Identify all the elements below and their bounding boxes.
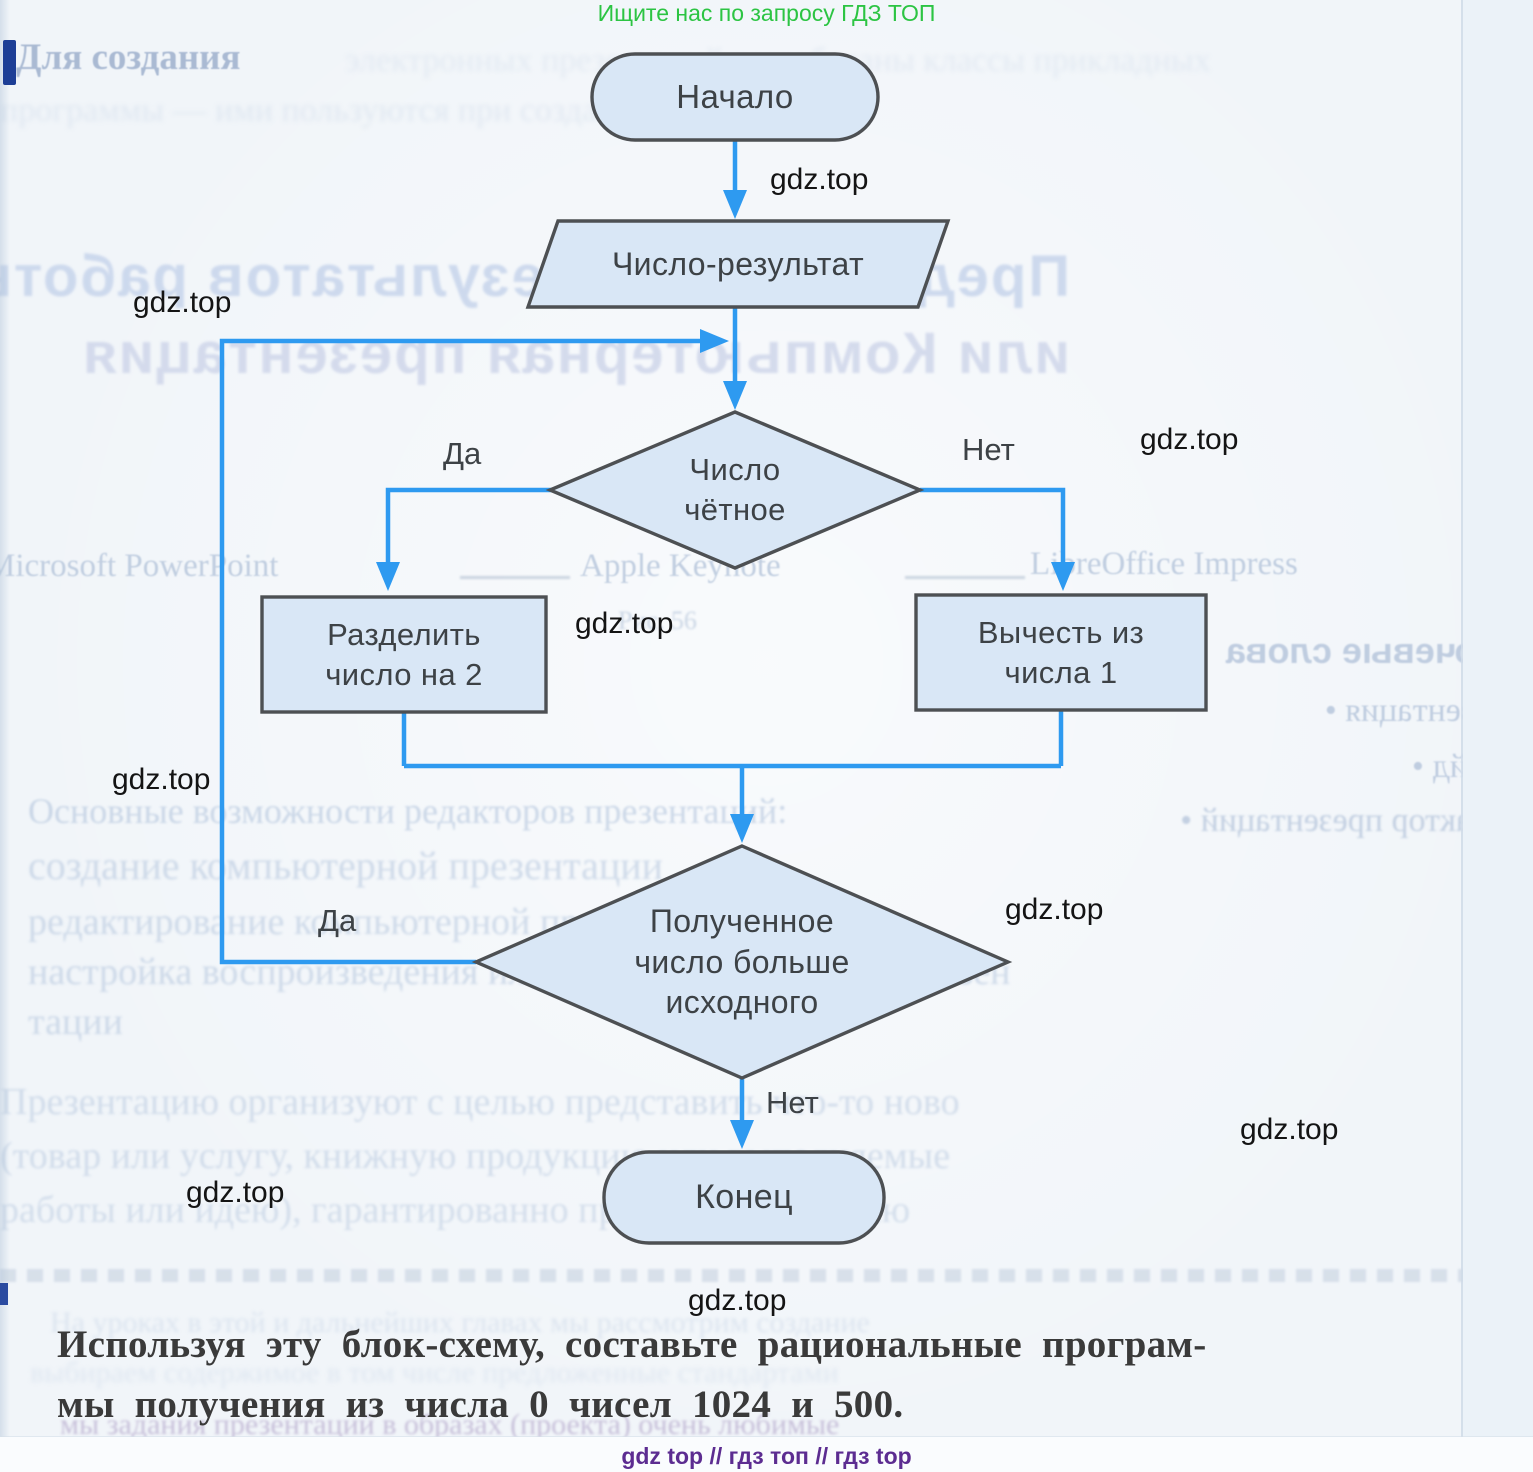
gdz-watermark: gdz.top xyxy=(1240,1113,1339,1146)
page-edge-mark xyxy=(0,1283,8,1305)
io-parallelogram xyxy=(525,219,951,309)
ghost-text: создание компьютерной презентации xyxy=(28,843,664,888)
decision2-line1: Полученное xyxy=(649,902,835,939)
ghost-text: выбираем содержимое в том числе предложе… xyxy=(30,1356,839,1389)
yes2-label: Да xyxy=(318,903,357,938)
gdz-watermark: gdz.top xyxy=(1140,423,1239,456)
promo-banner: Ищите нас по запросу ГДЗ ТОП xyxy=(597,0,936,26)
io-label: Число-результат xyxy=(611,245,865,282)
ghost-text: На уроках в этой и дальнейших главах мы … xyxy=(50,1306,870,1339)
arrowhead-into-decision2 xyxy=(730,814,754,843)
ghost-dash xyxy=(905,576,1025,579)
gdz-watermark: gdz.top xyxy=(1005,893,1104,926)
decision1-line2: чётное xyxy=(684,492,786,527)
task-text-line1: Используя эту блок-схему, составьте раци… xyxy=(57,1323,1207,1366)
decision1-label: Число чётное xyxy=(560,414,910,566)
connector-loop-back xyxy=(219,338,701,965)
start-label: Начало xyxy=(676,77,794,115)
arrowhead-into-io xyxy=(723,190,747,219)
no2-label: Нет xyxy=(766,1085,819,1120)
page-right-band xyxy=(1463,0,1533,1472)
gdz-watermark: gdz.top xyxy=(133,286,232,319)
process-subtract-line1: Вычесть из xyxy=(977,614,1145,650)
process-divide-box xyxy=(260,595,548,714)
nodes xyxy=(260,52,1208,1245)
arrowhead-into-left-box xyxy=(376,562,400,591)
gdz-watermark: gdz.top xyxy=(112,763,211,796)
end-label: Конец xyxy=(695,1177,793,1216)
gdz-watermark: gdz.top xyxy=(186,1176,285,1209)
ghost-text: Основные возможности редакторов презента… xyxy=(28,791,788,831)
ghost-noise-strip xyxy=(0,1269,1533,1282)
process-divide-label: Разделить число на 2 xyxy=(262,597,546,712)
process-divide-line2: число на 2 xyxy=(325,656,483,692)
connector-no1 xyxy=(920,487,1066,564)
ghost-text: LibreOffice Impress xyxy=(1030,546,1298,582)
no1-label: Нет xyxy=(962,432,1015,467)
decision1-diamond xyxy=(545,410,925,570)
gdz-watermark: gdz.top xyxy=(688,1284,787,1317)
decision2-line3: исходного xyxy=(665,984,819,1021)
connector-yes1 xyxy=(385,487,555,564)
page-fold-line xyxy=(1461,0,1463,1472)
ghost-text: тации xyxy=(28,1001,123,1043)
arrowhead-into-decision1 xyxy=(723,381,747,410)
ghost-text: Рис. 56 xyxy=(618,606,697,635)
ghost-text: мы задания презентаций в образах (проект… xyxy=(60,1408,840,1441)
ghost-text: Для создания xyxy=(16,37,241,78)
decision2-diamond xyxy=(471,844,1013,1080)
gdz-watermark: gdz.top xyxy=(575,607,674,640)
page-bottom-line xyxy=(0,1436,1533,1437)
arrowheads xyxy=(376,190,1075,1149)
decision2-label: Полученное число больше исходного xyxy=(486,852,998,1072)
arrowhead-into-right-box xyxy=(1051,562,1075,591)
footer-credits: gdz top // гдз топ // гдз top xyxy=(621,1443,912,1469)
process-divide-line1: Разделить xyxy=(327,616,481,652)
arrowhead-loop-join xyxy=(700,329,729,353)
arrowhead-into-end xyxy=(730,1120,754,1149)
decision2-line2: число больше xyxy=(634,943,850,980)
process-subtract-label: Вычесть из числа 1 xyxy=(916,595,1206,710)
end-terminator xyxy=(602,1150,886,1245)
process-subtract-line2: числа 1 xyxy=(1004,654,1118,690)
connectors xyxy=(219,140,1066,1122)
page-edge-shade xyxy=(0,0,10,1472)
page-bottom-band xyxy=(0,1437,1533,1472)
ghost-dash xyxy=(460,576,570,579)
page-edge-mark xyxy=(3,40,16,85)
gdz-watermark: gdz.top xyxy=(770,163,869,196)
process-subtract-box xyxy=(914,593,1208,712)
yes1-label: Да xyxy=(443,436,482,471)
decision1-line1: Число xyxy=(689,452,781,488)
ghost-text: Презентацию организуют с целью представи… xyxy=(0,1081,960,1123)
start-terminator xyxy=(590,52,880,142)
ghost-text: Microsoft PowerPoint xyxy=(0,548,279,584)
task-text-line2: мы получения из числа 0 чисел 1024 и 500… xyxy=(57,1383,904,1426)
